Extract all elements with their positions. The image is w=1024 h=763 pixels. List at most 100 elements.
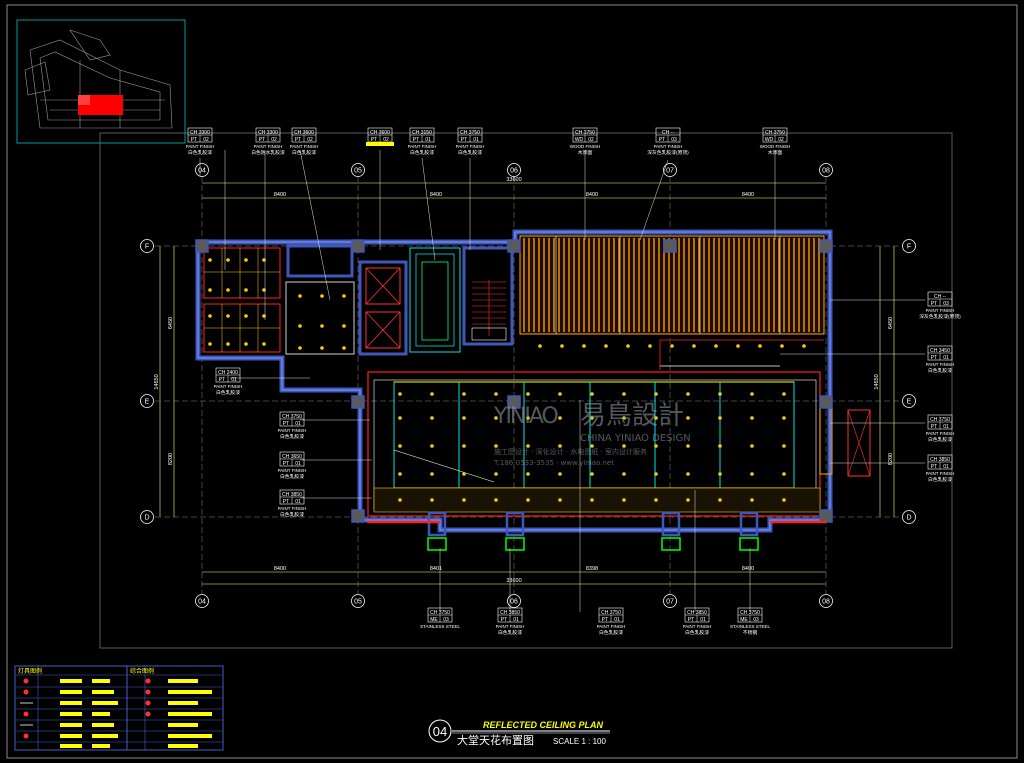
downlight	[244, 314, 248, 318]
dim-left-segment: 6450	[168, 317, 174, 329]
leader-lines	[199, 149, 925, 612]
drawing-scale: SCALE 1 : 100	[553, 737, 606, 746]
grid-bubble-top: 07	[663, 163, 677, 177]
downlight	[718, 416, 722, 420]
legend-bar	[92, 690, 114, 694]
grid-bubble-top: 08	[819, 163, 833, 177]
downlight	[494, 472, 498, 476]
grid-bubble-right-label: F	[907, 244, 911, 251]
dim-bottom-segment: 8400	[742, 566, 754, 572]
grid-bubble-left-label: D	[144, 515, 149, 522]
downlight	[462, 472, 466, 476]
tag-material-number: 01	[943, 424, 949, 430]
watermark-logo-latin: YINIAO	[493, 404, 559, 429]
downlight	[750, 498, 754, 502]
room-cyan	[409, 247, 461, 353]
tag-material-number: 01	[425, 137, 431, 143]
tag-finish-cn: 木饰面	[768, 149, 783, 156]
grid-bubble-bottom: 04	[195, 594, 209, 608]
tag-material-code: PT	[295, 137, 301, 143]
downlight	[262, 288, 266, 292]
tag-finish-cn: 深灰色乳胶漆(原顶)	[919, 313, 961, 320]
tag-finish-cn: 白色乳胶漆	[928, 476, 952, 483]
downlight	[462, 392, 466, 396]
tag-finish-cn: 白色乳胶漆	[280, 433, 304, 440]
tag-material-code: PT	[931, 355, 937, 361]
downlight	[208, 258, 212, 262]
downlight	[590, 472, 594, 476]
grid-bubble-right: F	[902, 239, 916, 253]
dim-top-overall: 33600	[506, 177, 521, 183]
downlight	[686, 444, 690, 448]
downlight	[494, 416, 498, 420]
drawing-title-en: REFLECTED CEILING PLAN	[483, 720, 604, 730]
tag-material-number: 02	[203, 137, 209, 143]
grid-bubble-bottom-label: 06	[510, 599, 518, 606]
grid-bubble-left-label: E	[145, 399, 150, 406]
legend-bar	[92, 744, 110, 748]
tag-ceiling-height: CH 3850	[687, 610, 707, 616]
grid-bubble-bottom: 07	[663, 594, 677, 608]
floor-plan	[195, 229, 871, 551]
tag-ceiling-height: CH 3300	[190, 130, 210, 136]
title-block: 04 REFLECTED CEILING PLAN 大堂天花布置图 SCALE …	[428, 719, 610, 747]
tag-material-code: ME	[740, 617, 748, 623]
dim-top-segment: 8400	[742, 192, 754, 198]
tag-material-number: 01	[513, 617, 519, 623]
legend-bar	[168, 744, 198, 748]
tag-finish: PAINT FINISH	[926, 431, 955, 436]
watermark-logo-cn: 易鳥設計	[580, 401, 684, 431]
tag-material-code: PT	[931, 301, 937, 307]
tag-material-number: 02	[307, 137, 313, 143]
downlight	[262, 314, 266, 318]
tag-material-number: 01	[231, 377, 237, 383]
downlight	[648, 344, 652, 348]
tag-material-code: PT	[283, 499, 289, 505]
downlight	[226, 288, 230, 292]
downlight	[430, 498, 434, 502]
tag-material-code: PT	[461, 137, 467, 143]
downlight	[686, 392, 690, 396]
legend-bar	[168, 723, 198, 727]
legend-header-left: 灯具图例	[18, 667, 42, 675]
grid-bubble-left-label: F	[145, 244, 149, 251]
downlight	[494, 444, 498, 448]
downlight	[298, 294, 302, 298]
downlight	[782, 444, 786, 448]
downlight	[226, 342, 230, 346]
legend-table: 灯具图例 综合图例	[14, 665, 224, 751]
downlight	[462, 444, 466, 448]
tag-ceiling-height: CH 3750	[765, 130, 785, 136]
downlight	[654, 416, 658, 420]
downlight	[622, 472, 626, 476]
tag-finish: PAINT FINISH	[408, 144, 437, 149]
tag-finish-cn: 白色乳胶漆	[188, 149, 212, 156]
tag-finish-cn: 深灰色乳胶漆(原顶)	[647, 149, 689, 156]
dim-bottom-segment: 8401	[430, 566, 442, 572]
tag-finish: PAINT FINISH	[278, 428, 307, 433]
tag-finish-cn: 白色乳胶漆	[599, 629, 623, 636]
dim-top-segment: 8400	[430, 192, 442, 198]
dim-bottom-segment: 8398	[586, 566, 598, 572]
tag-finish: PAINT FINISH	[683, 624, 712, 629]
legend-bar	[60, 723, 82, 727]
tag-material-number: 02	[778, 137, 784, 143]
tag-finish: STAINLESS STEEL	[420, 624, 460, 629]
tag-finish: PAINT FINISH	[278, 468, 307, 473]
downlight	[750, 444, 754, 448]
tag-material-number: 01	[943, 464, 949, 470]
downlight	[626, 344, 630, 348]
downlight	[558, 472, 562, 476]
tag-ceiling-height: CH 3600	[370, 130, 390, 136]
grid-bubble-top: 05	[351, 163, 365, 177]
downlight	[718, 392, 722, 396]
tag-ceiling-height: CH 3850	[500, 610, 520, 616]
tag-finish-cn: 白色乳胶漆	[458, 149, 482, 156]
tag-material-number: 02	[588, 137, 594, 143]
